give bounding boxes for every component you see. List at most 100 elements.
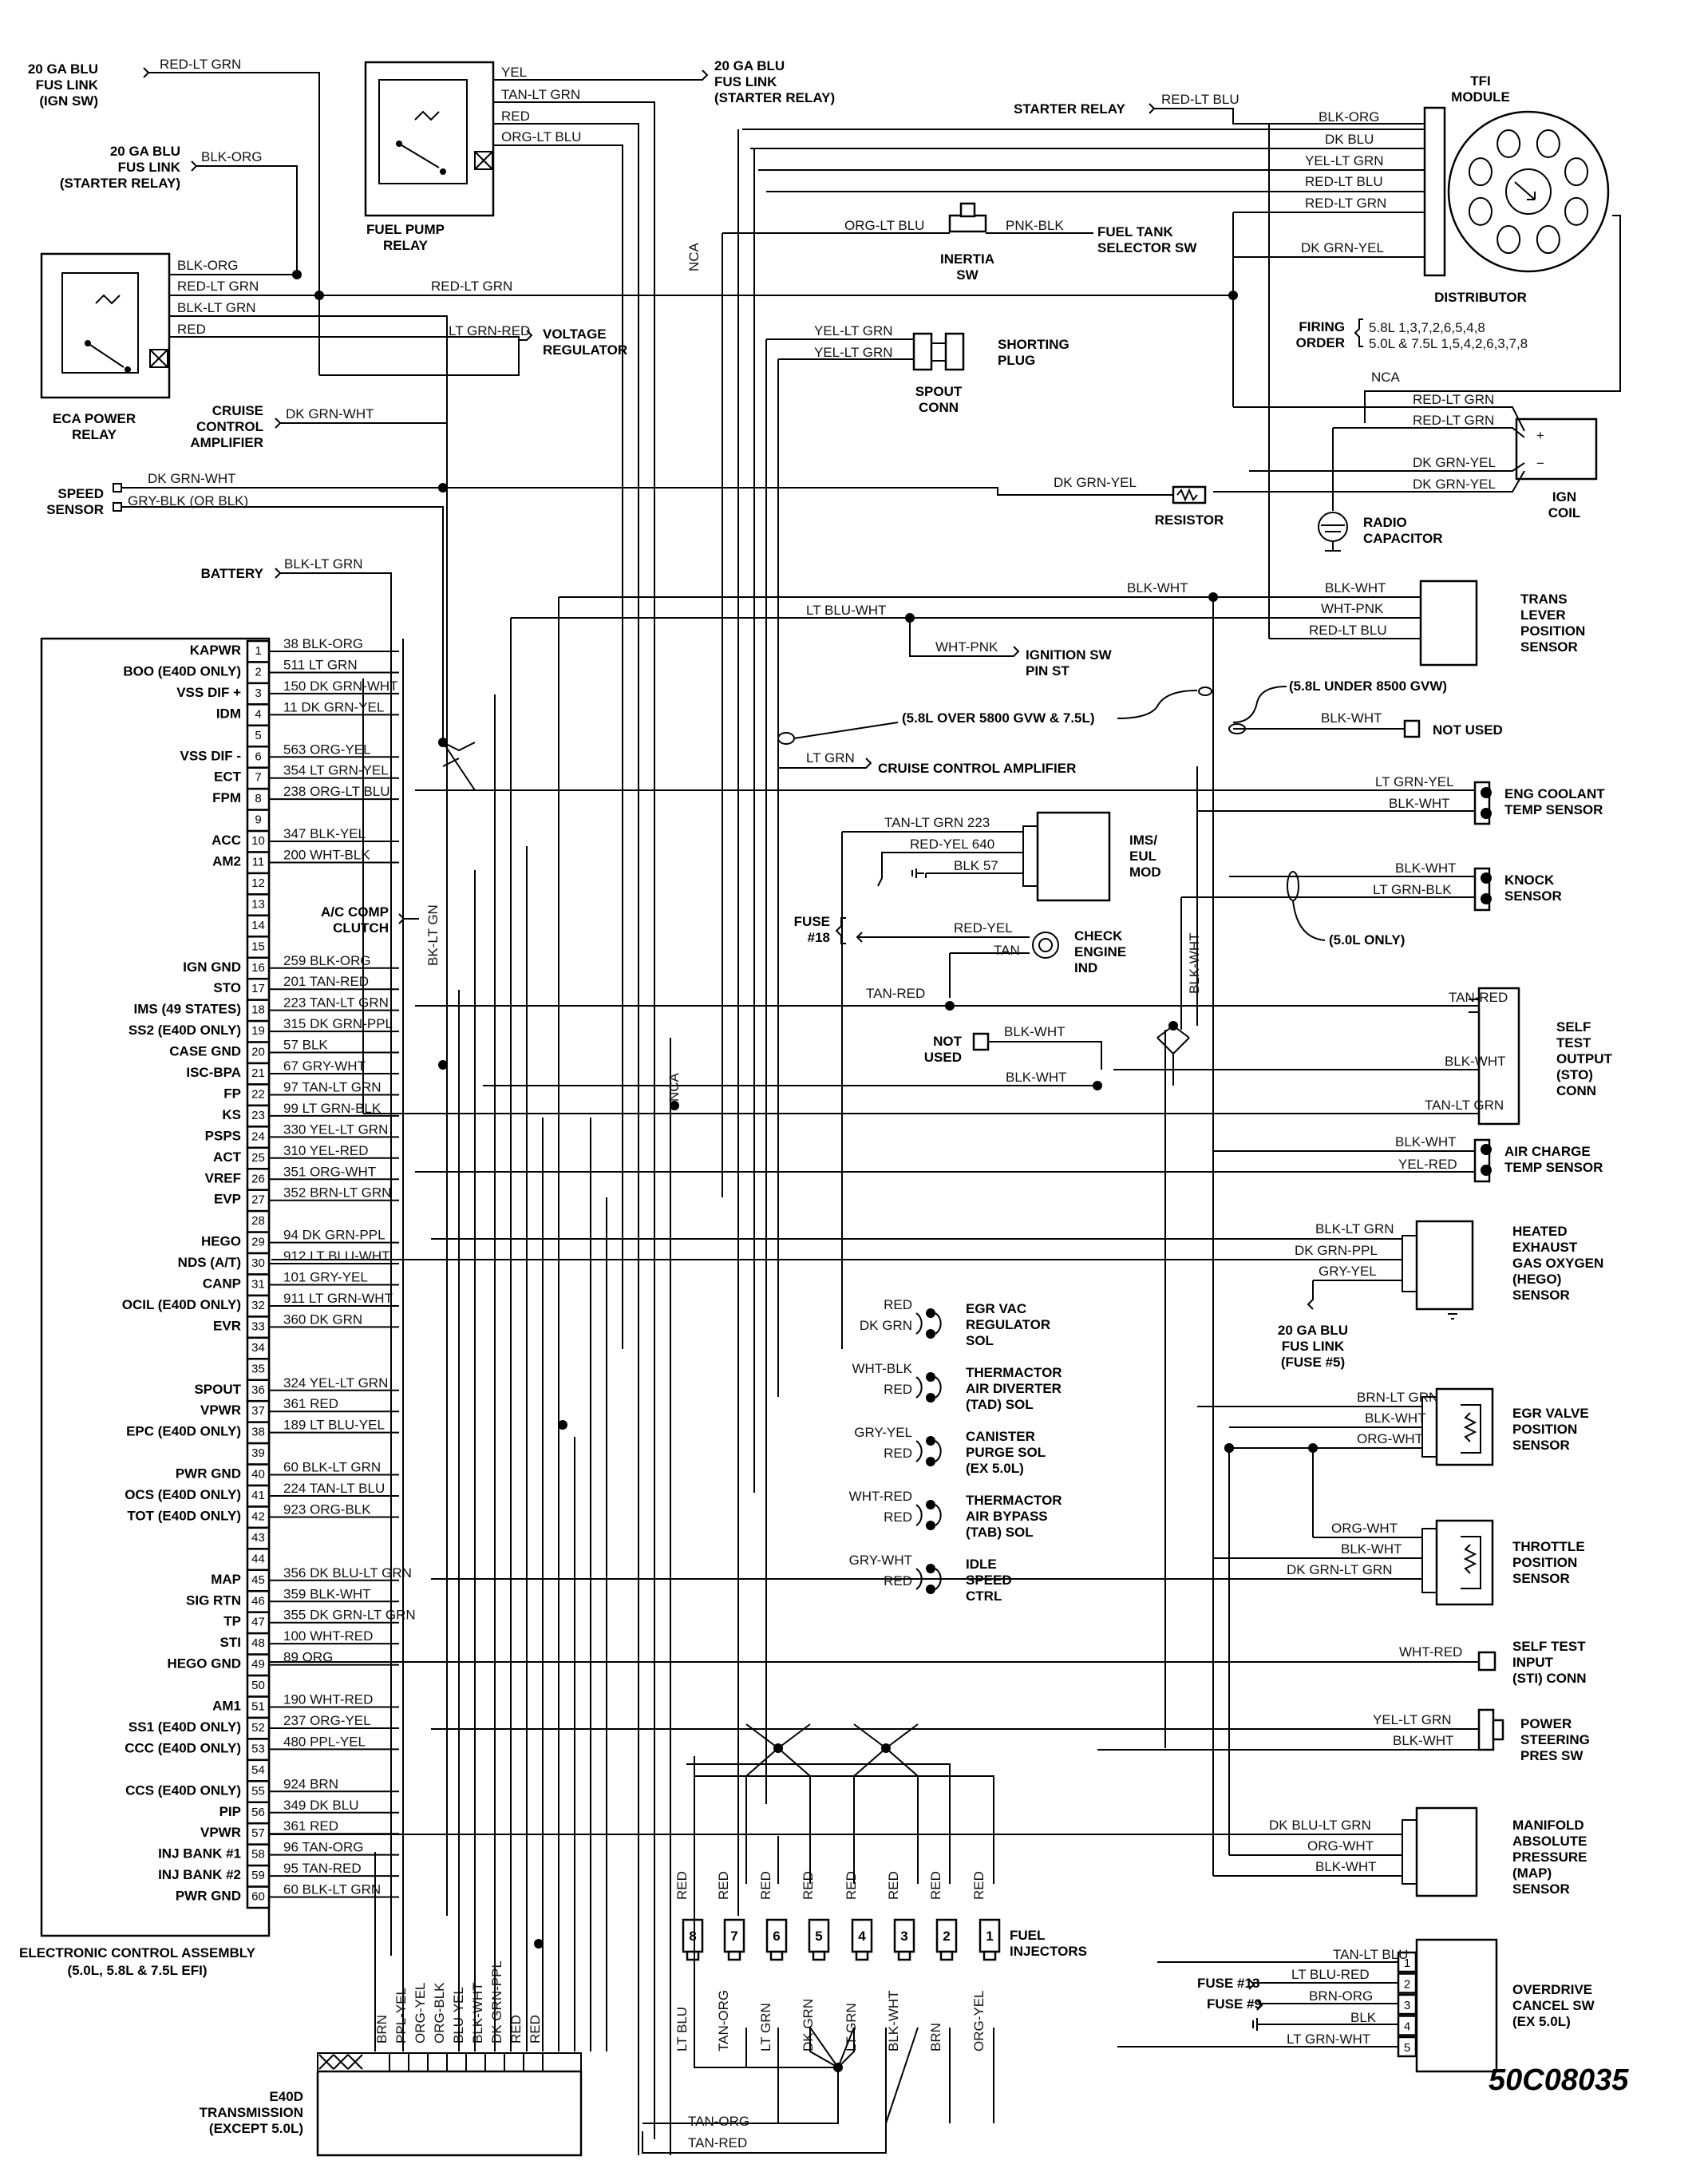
svg-text:SENSOR: SENSOR [1512, 1571, 1570, 1586]
svg-text:BATTERY: BATTERY [201, 566, 264, 581]
ecu-pin-box [246, 999, 271, 1023]
ecu-pin-label: VPWR [200, 1403, 241, 1418]
ecu-pin-number: 11 [252, 856, 265, 869]
svg-text:(5.0L ONLY): (5.0L ONLY) [1329, 932, 1405, 948]
svg-text:BLK-WHT: BLK-WHT [1445, 1054, 1506, 1069]
ecu-pin-box [246, 724, 271, 748]
fuel-pump-relay: FUEL PUMP RELAY YEL TAN-LT GRN RED ORG-L… [364, 61, 709, 2155]
svg-text:RED-LT BLU: RED-LT BLU [1309, 623, 1387, 638]
svg-text:RED: RED [801, 1871, 816, 1900]
svg-text:TFI: TFI [1470, 73, 1491, 89]
svg-text:(STARTER RELAY): (STARTER RELAY) [714, 90, 835, 105]
ecu-pin-number: 57 [251, 1826, 265, 1840]
svg-text:VOLTAGE: VOLTAGE [543, 326, 607, 342]
ecu-pin-label: MAP [211, 1572, 241, 1587]
svg-text:SPEED: SPEED [57, 486, 104, 501]
svg-text:IDLE: IDLE [966, 1557, 997, 1572]
diagram-code: 50C08035 [1489, 2063, 1629, 2097]
ecu-pin-number: 32 [251, 1299, 265, 1312]
svg-text:8: 8 [689, 1929, 696, 1944]
egr-valve-position-sensor: BRN-LT GRN BLK-WHT ORG-WHT EGR VALVE POS… [1197, 1387, 1589, 1466]
cruise-control-amplifier-2: LT GRN CRUISE CONTROL AMPLIFIER [778, 750, 1076, 776]
svg-text:DK GRN: DK GRN [860, 1318, 912, 1333]
fuse-link-starter-relay-top: 20 GA BLU FUS LINK (STARTER RELAY) [714, 58, 835, 105]
ecu-pin-label: VSS DIF - [180, 748, 241, 763]
throttle-position-sensor: ORG-WHT BLK-WHT DK GRN-LT GRN THROTTLE P… [431, 1448, 1585, 1606]
ecu-pin-label: ECT [214, 770, 242, 785]
svg-text:RED-LT BLU: RED-LT BLU [1161, 92, 1239, 107]
svg-text:SPOUT: SPOUT [915, 384, 963, 399]
ecu-subtitle: (5.0L, 5.8L & 7.5L EFI) [67, 1963, 207, 1978]
svg-text:ORG-WHT: ORG-WHT [1331, 1521, 1398, 1536]
svg-text:TAN-LT GRN 223: TAN-LT GRN 223 [884, 815, 990, 830]
ac-compressor-clutch: A/C COMP CLUTCH BK-LT GN [321, 904, 441, 966]
ecu-pin-wire-label: 361 RED [283, 1396, 338, 1411]
svg-text:BLK-WHT: BLK-WHT [470, 1983, 485, 2044]
ecu-pin-box [246, 1843, 271, 1867]
ecu-pin-wire-label: 511 LT GRN [283, 657, 358, 672]
ecu-pin-number: 14 [251, 919, 265, 932]
ecu-pin-number: 40 [251, 1468, 265, 1482]
ignition-coil: + − RED-LT GRN RED-LT GRN DK GRN-YEL DK … [1213, 392, 1598, 520]
spout-connector: YEL-LT GRN YEL-LT GRN SPOUT CONN SHORTIN… [766, 323, 1069, 1397]
svg-text:TAN-ORG: TAN-ORG [716, 1990, 731, 2051]
svg-text:(HEGO): (HEGO) [1512, 1272, 1561, 1287]
ecu-pin-number: 16 [251, 961, 265, 975]
ecu-pin-number: 2 [255, 665, 261, 679]
eca-power-relay: ECA POWER RELAY BLK-ORG RED-LT GRN BLK-L… [40, 252, 1238, 1916]
map-sensor: DK BLU-LT GRN ORG-WHT BLK-WHT MANIFOLD A… [269, 597, 1587, 1897]
svg-text:BRN-ORG: BRN-ORG [1309, 1988, 1373, 2004]
ecu-pin-label: PSPS [205, 1128, 241, 1143]
svg-text:SW: SW [956, 267, 979, 283]
ecu-pin-number: 59 [251, 1869, 265, 1882]
ecu-pin-box [246, 1252, 271, 1276]
svg-text:RED: RED [971, 1871, 986, 1900]
ecu-pin-label: IGN GND [183, 959, 241, 975]
svg-text:YEL: YEL [501, 65, 527, 80]
svg-text:AIR CHARGE: AIR CHARGE [1504, 1144, 1591, 1159]
ecu-module: 1234567891011121314151617181920212223242… [40, 636, 416, 1937]
radio-capacitor: RADIO CAPACITOR [1318, 428, 1443, 552]
svg-text:BLK-WHT: BLK-WHT [1389, 796, 1450, 811]
svg-text:(STO): (STO) [1556, 1067, 1593, 1082]
ecu-pin-number: 52 [251, 1721, 265, 1735]
ecu-pin-number: 47 [251, 1616, 265, 1629]
svg-text:BK-LT GN: BK-LT GN [425, 904, 441, 966]
svg-text:ORG-BLK: ORG-BLK [432, 1982, 447, 2044]
svg-text:TAN-LT GRN: TAN-LT GRN [501, 87, 580, 102]
svg-text:(EX 5.0L): (EX 5.0L) [966, 1461, 1024, 1476]
svg-text:RED: RED [674, 1871, 690, 1900]
svg-text:SENSOR: SENSOR [46, 502, 104, 517]
ecu-pin-number: 5 [255, 729, 261, 742]
ecu-pin-wire-label: 359 BLK-WHT [283, 1586, 371, 1601]
ecu-pin-wire-label: 94 DK GRN-PPL [283, 1228, 385, 1243]
ecu-pin-label: EPC (E40D ONLY) [126, 1424, 241, 1439]
svg-text:SOL: SOL [966, 1333, 994, 1348]
svg-text:ENGINE: ENGINE [1074, 944, 1126, 959]
svg-text:CLUTCH: CLUTCH [333, 920, 389, 936]
ecu-pin-wire-label: 351 ORG-WHT [283, 1164, 376, 1179]
svg-text:20 GA BLU: 20 GA BLU [28, 61, 98, 77]
ecu-pin-number: 60 [251, 1890, 265, 1904]
ecu-pin-wire-label: 354 LT GRN-YEL [283, 763, 389, 778]
ecu-pin-wire-label: 924 BRN [283, 1776, 338, 1791]
ecu-pin-box [246, 1759, 271, 1782]
svg-text:POSITION: POSITION [1512, 1422, 1577, 1437]
svg-text:DK GRN-WHT: DK GRN-WHT [148, 471, 235, 486]
svg-text:KNOCK: KNOCK [1504, 872, 1555, 888]
distributor-terminal [1536, 225, 1560, 255]
ecu-pin-number: 24 [251, 1130, 265, 1143]
svg-text:−: − [1536, 456, 1544, 471]
ecu-pin-number: 55 [251, 1784, 265, 1798]
svg-text:LT GRN-RED: LT GRN-RED [449, 323, 530, 338]
ecu-pin-number: 22 [251, 1087, 265, 1101]
ecu-pin-number: 25 [251, 1151, 265, 1165]
svg-text:RED: RED [758, 1871, 773, 1900]
svg-text:IGN: IGN [1552, 489, 1576, 504]
svg-text:TAN-RED: TAN-RED [1449, 990, 1508, 1005]
svg-text:ABSOLUTE: ABSOLUTE [1512, 1834, 1587, 1849]
svg-text:RED-LT GRN: RED-LT GRN [177, 279, 259, 294]
ecu-pin-box [246, 1611, 271, 1635]
